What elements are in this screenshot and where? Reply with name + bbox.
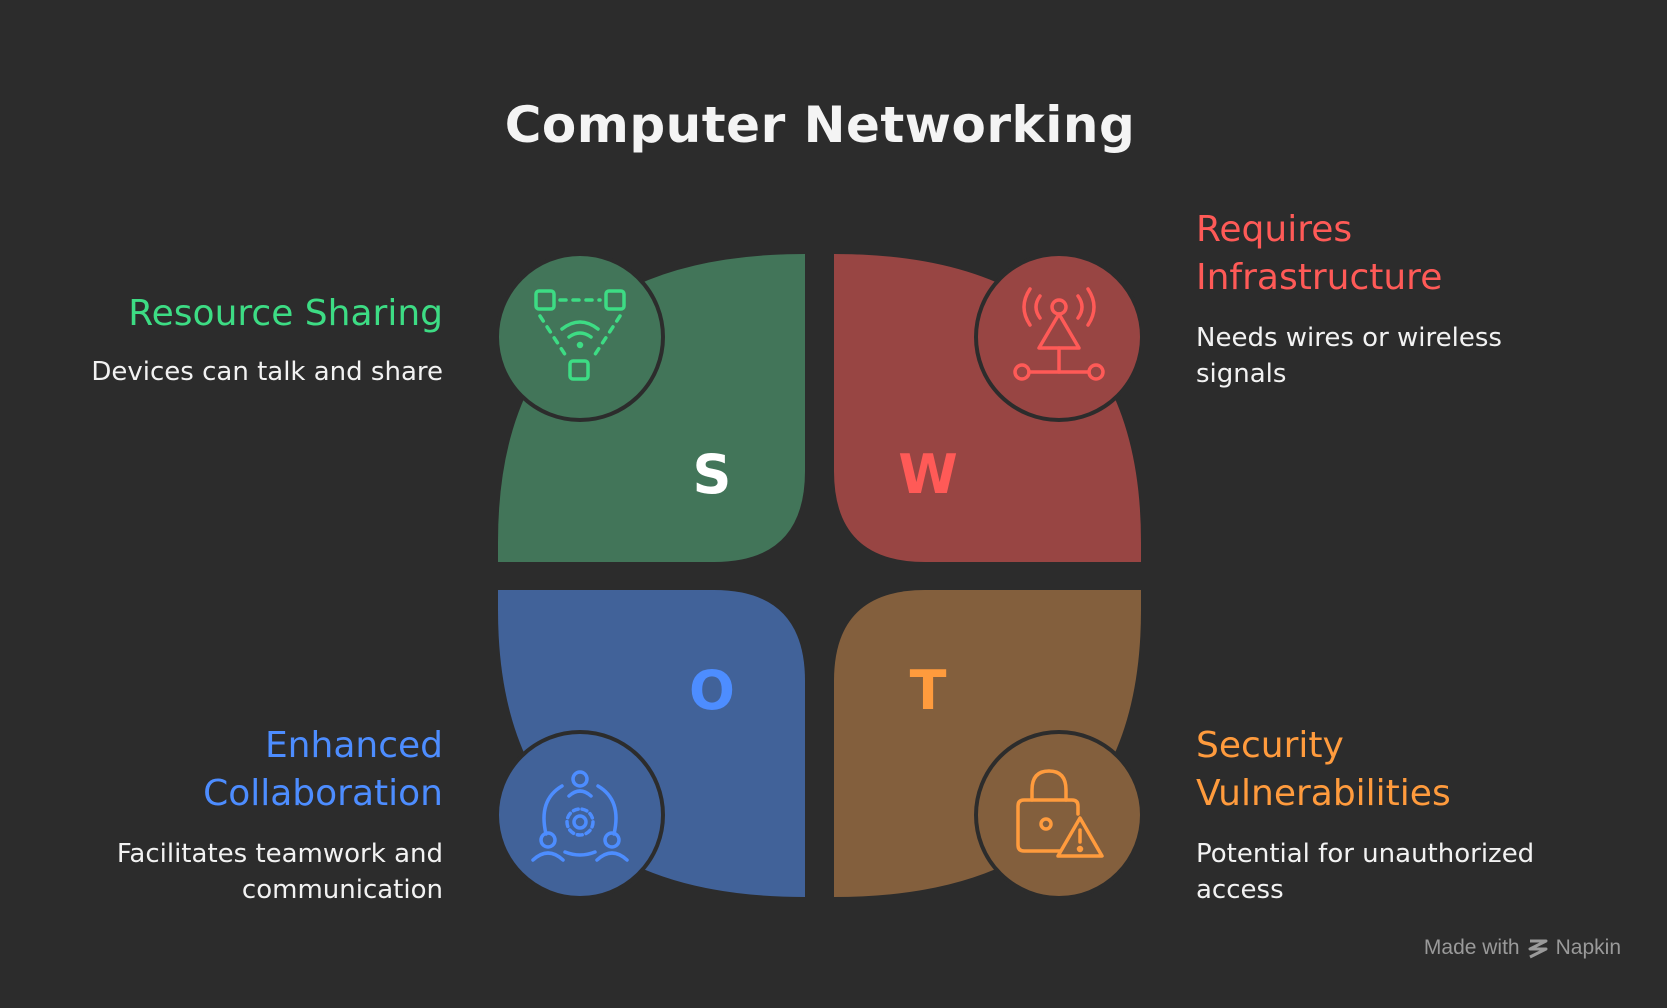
network-wifi-icon [534, 289, 626, 381]
opportunity-desc-line2: communication [241, 875, 443, 905]
page-title: Computer Networking [504, 96, 1136, 154]
opportunity-desc: Facilitates teamwork and communication [23, 836, 443, 908]
antenna-icon [1013, 287, 1105, 381]
opportunity-heading-line2: Collaboration [203, 773, 443, 814]
made-with-label: Made with [1423, 936, 1520, 959]
icon-circle-s [495, 252, 665, 422]
weakness-block: Requires Infrastructure Needs wires or w… [1196, 206, 1616, 392]
threat-desc-line2: access [1196, 875, 1284, 905]
letter-t: T [910, 659, 947, 722]
letter-o: O [689, 659, 735, 722]
weakness-heading: Requires Infrastructure [1196, 206, 1616, 302]
lock-warning-icon [1016, 769, 1104, 858]
threat-heading-line2: Vulnerabilities [1196, 773, 1451, 814]
icon-circle-w [974, 252, 1144, 422]
opportunity-block: Enhanced Collaboration Facilitates teamw… [23, 722, 443, 908]
threat-desc-line1: Potential for unauthorized [1196, 839, 1535, 869]
weakness-desc-line2: signals [1196, 359, 1287, 389]
threat-heading-line1: Security [1196, 725, 1344, 766]
strength-block: Resource Sharing Devices can talk and sh… [23, 290, 443, 390]
icon-circle-t [974, 730, 1144, 900]
opportunity-heading: Enhanced Collaboration [23, 722, 443, 818]
opportunity-heading-line1: Enhanced [264, 725, 443, 766]
strength-heading: Resource Sharing [128, 293, 443, 334]
napkin-brand: Napkin [1555, 936, 1621, 959]
made-with-credit: Made with Napkin [1424, 936, 1621, 960]
letter-s: S [693, 443, 732, 506]
threat-heading: Security Vulnerabilities [1196, 722, 1616, 818]
napkin-logo-icon [1528, 939, 1548, 959]
opportunity-desc-line1: Facilitates teamwork and [116, 839, 443, 869]
threat-block: Security Vulnerabilities Potential for u… [1196, 722, 1616, 908]
threat-desc: Potential for unauthorized access [1196, 836, 1616, 908]
weakness-desc: Needs wires or wireless signals [1196, 320, 1616, 392]
team-gear-icon [531, 770, 629, 862]
weakness-heading-line1: Requires [1196, 209, 1353, 250]
letter-w: W [898, 443, 958, 506]
weakness-heading-line2: Infrastructure [1196, 257, 1443, 298]
strength-desc: Devices can talk and share [91, 357, 443, 387]
weakness-desc-line1: Needs wires or wireless [1196, 323, 1502, 353]
